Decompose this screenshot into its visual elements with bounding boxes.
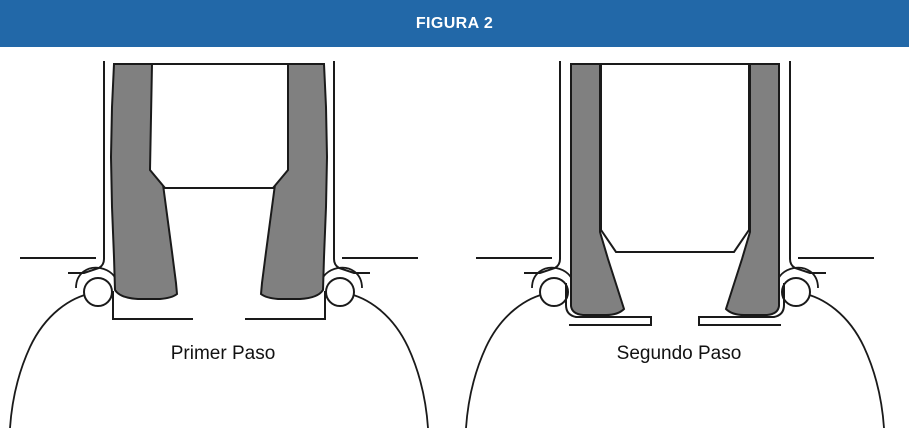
tire-sidewall-right-primer <box>344 292 429 428</box>
panel-primer-paso: Primer Paso <box>9 61 429 428</box>
tire-bead-right-primer <box>259 63 329 300</box>
mounting-tool-segundo <box>600 63 750 253</box>
mounting-tool-primer <box>148 63 289 189</box>
tire-bead-left-segundo <box>570 63 626 316</box>
bead-ring-left-primer <box>83 277 113 307</box>
rim-outline-right-segundo <box>789 61 826 274</box>
bead-ring-right-primer <box>325 277 355 307</box>
tire-bead-right-segundo <box>724 63 780 316</box>
rim-base-line-left-primer <box>112 291 193 320</box>
tire-sidewall-left-primer <box>9 292 94 428</box>
tire-bead-left-primer <box>109 63 179 300</box>
figure-illustration: Primer Paso <box>9 61 885 428</box>
rim-base-line-right-segundo <box>698 283 785 326</box>
diagram-area: Primer Paso <box>0 47 909 428</box>
step-label-segundo: Segundo Paso <box>617 343 742 364</box>
rim-outline-left-primer <box>68 61 105 274</box>
rim-outline-left-segundo <box>524 61 561 274</box>
page-title: FIGURA 2 <box>415 14 494 32</box>
bead-ring-left-segundo <box>539 277 569 307</box>
rim-base-line-right-primer <box>245 291 326 320</box>
figure-title-bar: FIGURA 2 <box>0 0 909 47</box>
panel-segundo-paso: Segundo Paso <box>465 61 885 428</box>
step-label-primer: Primer Paso <box>171 343 276 364</box>
tire-sidewall-right-segundo <box>800 292 885 428</box>
bead-ring-right-segundo <box>781 277 811 307</box>
rim-base-line-left-segundo <box>565 283 652 326</box>
rim-outline-right-primer <box>333 61 370 274</box>
tire-sidewall-left-segundo <box>465 292 550 428</box>
